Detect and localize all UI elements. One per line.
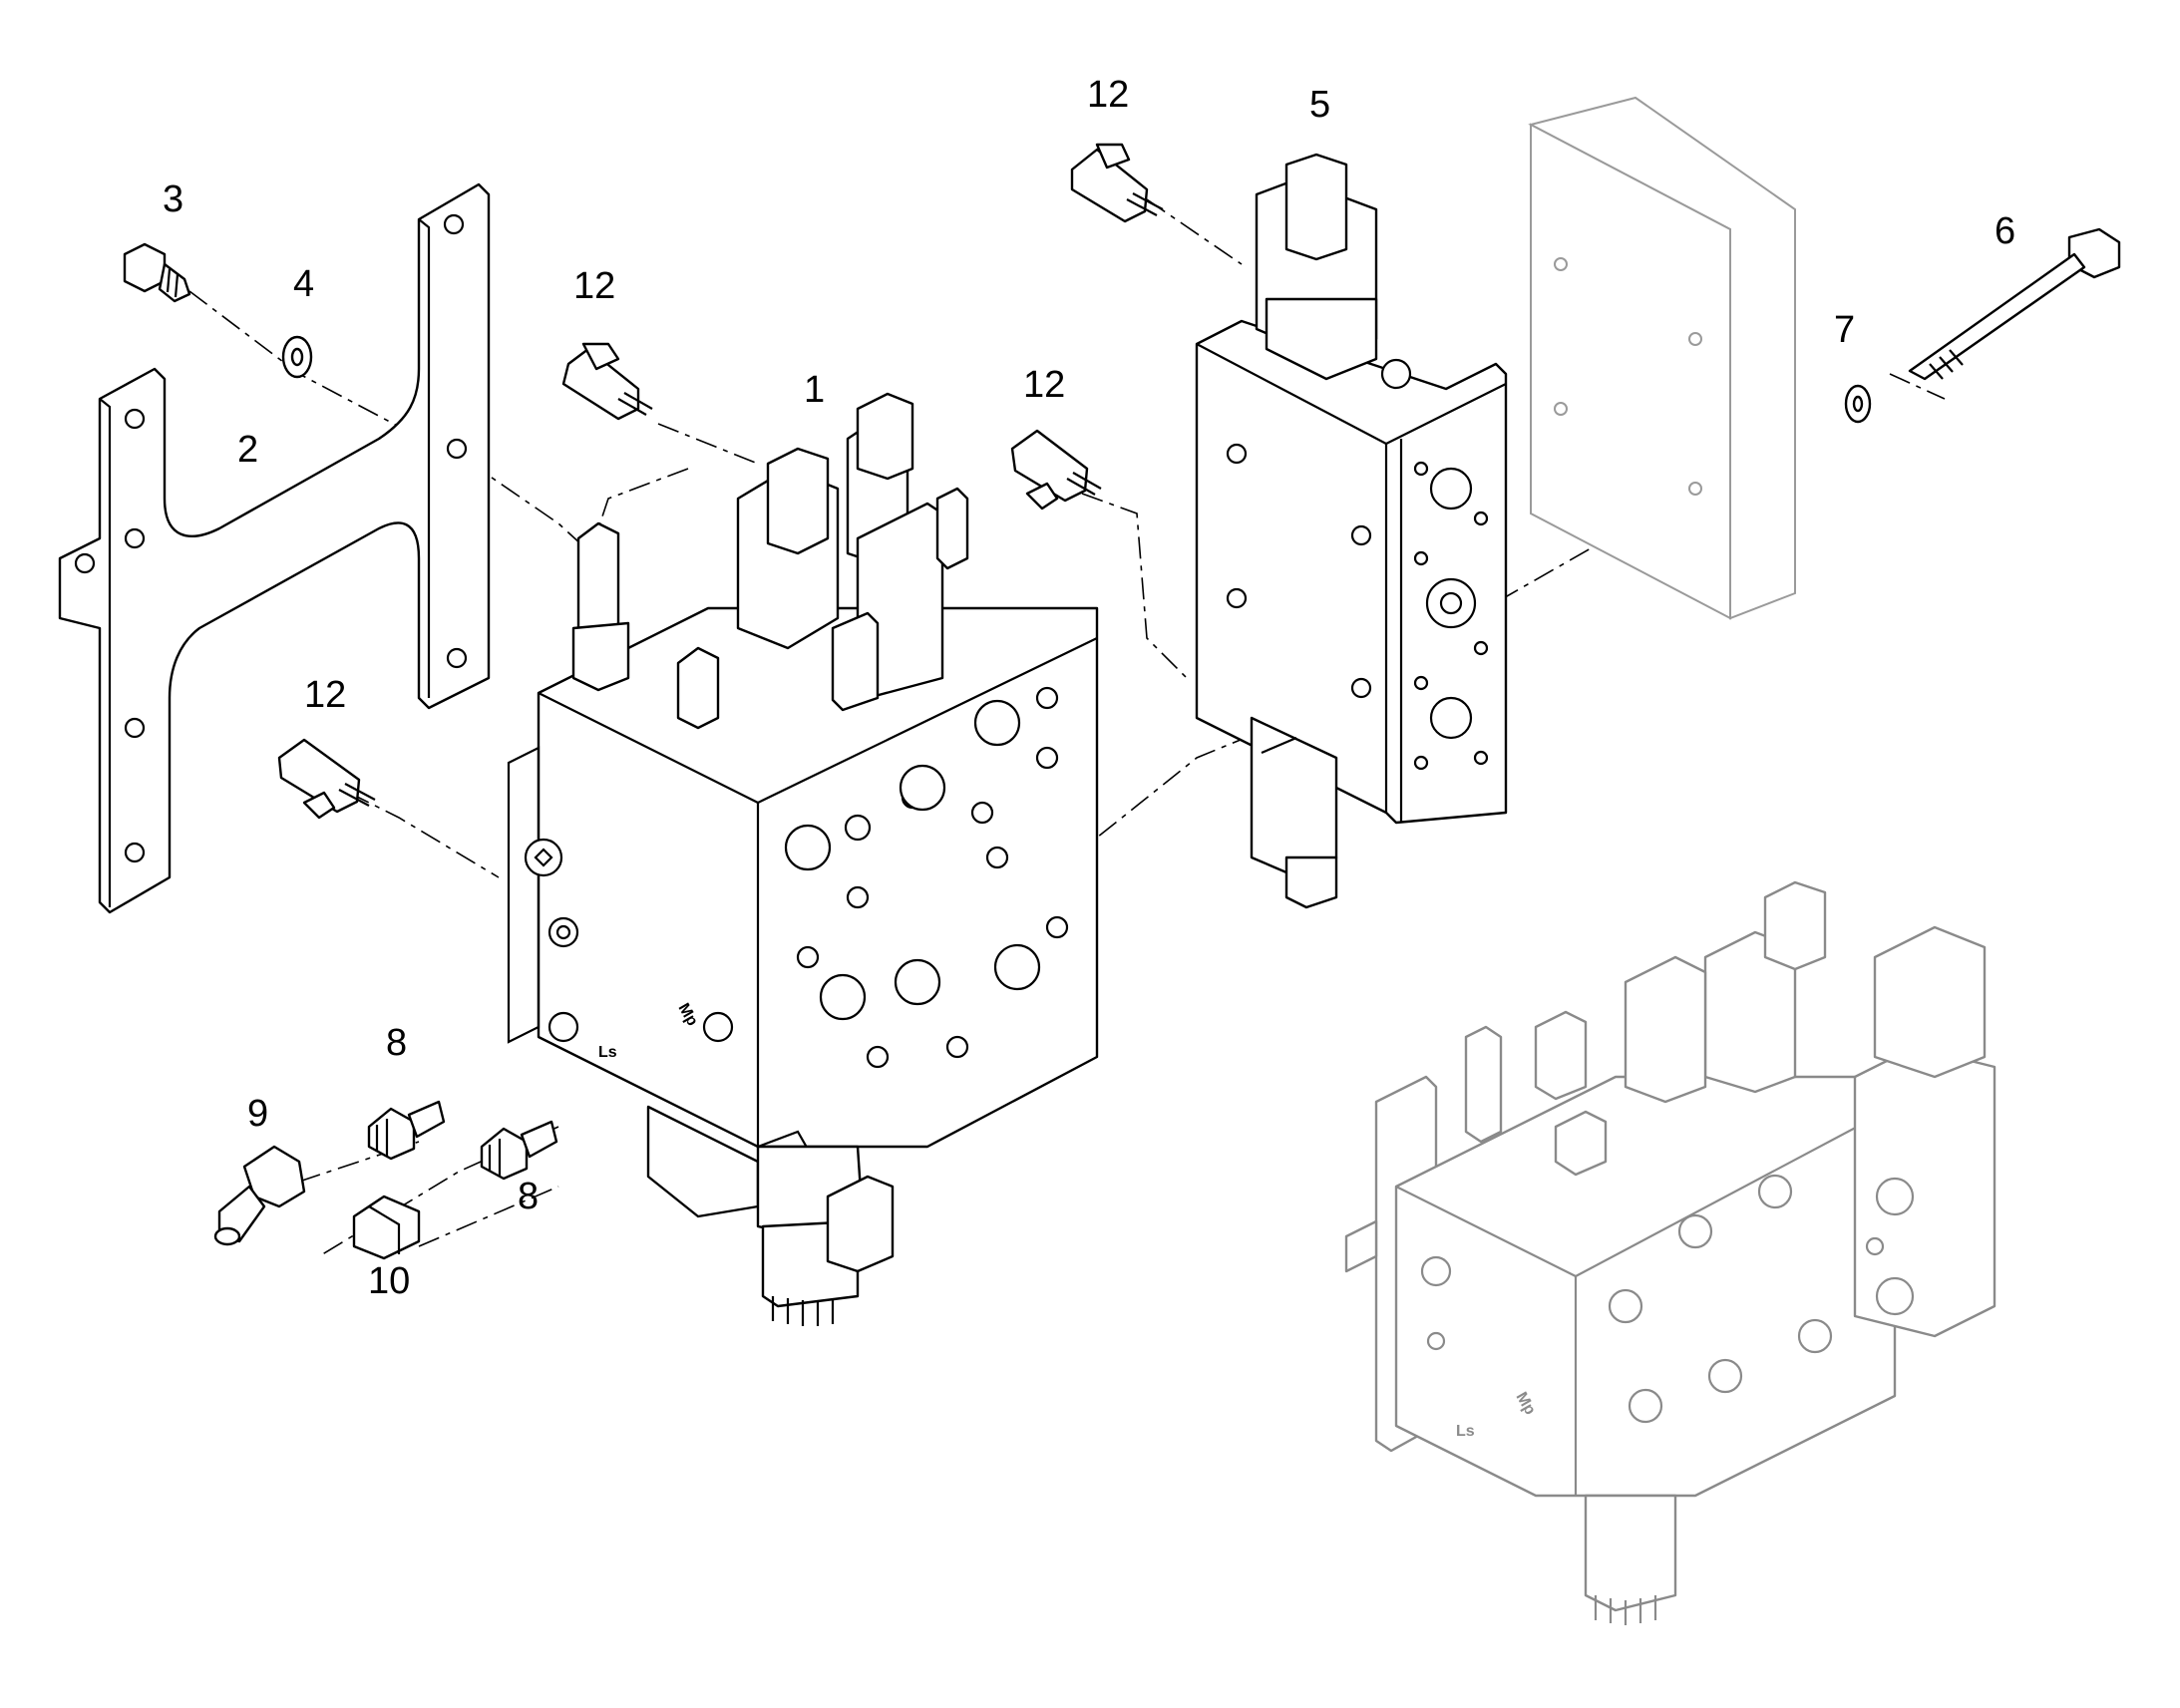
valve-section-part-5 [1195, 153, 1508, 909]
callout-5: 5 [1309, 84, 1330, 126]
washer-part-4 [281, 335, 313, 379]
cap-part-10 [352, 1195, 421, 1260]
callout-12-b: 12 [1087, 74, 1129, 116]
elbow-fitting-part-12-a [561, 342, 653, 421]
callout-12-c: 12 [1023, 364, 1065, 406]
elbow-fitting-part-12-c [1010, 429, 1102, 511]
bolt-part-6 [1908, 227, 2121, 381]
callout-8-a: 8 [386, 1022, 407, 1064]
callout-2: 2 [237, 429, 258, 471]
callout-6: 6 [1995, 210, 2015, 252]
nipple-part-8-a [367, 1100, 446, 1161]
elbow-fitting-part-9 [213, 1145, 306, 1246]
callout-12-a: 12 [573, 265, 615, 307]
callout-8-b: 8 [518, 1176, 539, 1217]
port-label-ls: Ls [598, 1044, 617, 1061]
callout-4: 4 [293, 263, 314, 305]
callout-3: 3 [163, 178, 183, 220]
washer-part-7 [1844, 384, 1872, 424]
callout-9: 9 [247, 1093, 268, 1135]
ghost-port-label-ls: Ls [1456, 1423, 1475, 1440]
callout-7: 7 [1834, 309, 1855, 351]
mounting-plate [1528, 96, 1796, 620]
elbow-fitting-part-12-d [277, 738, 376, 820]
callout-12-d: 12 [304, 674, 346, 716]
mounting-bracket-part-2 [58, 182, 491, 914]
valve-block-part-1: Ls Mp [507, 392, 1099, 1326]
callout-10: 10 [368, 1260, 410, 1302]
assembled-reference-view: Ls Mp [1344, 880, 1997, 1625]
callout-labels: 3 4 2 12 1 12 5 12 6 7 12 8 9 8 10 [163, 74, 2015, 1302]
nipple-part-8-b [480, 1120, 558, 1181]
elbow-fitting-part-12-b [1070, 143, 1164, 223]
screw-part-3 [123, 242, 191, 303]
callout-1: 1 [804, 369, 825, 411]
